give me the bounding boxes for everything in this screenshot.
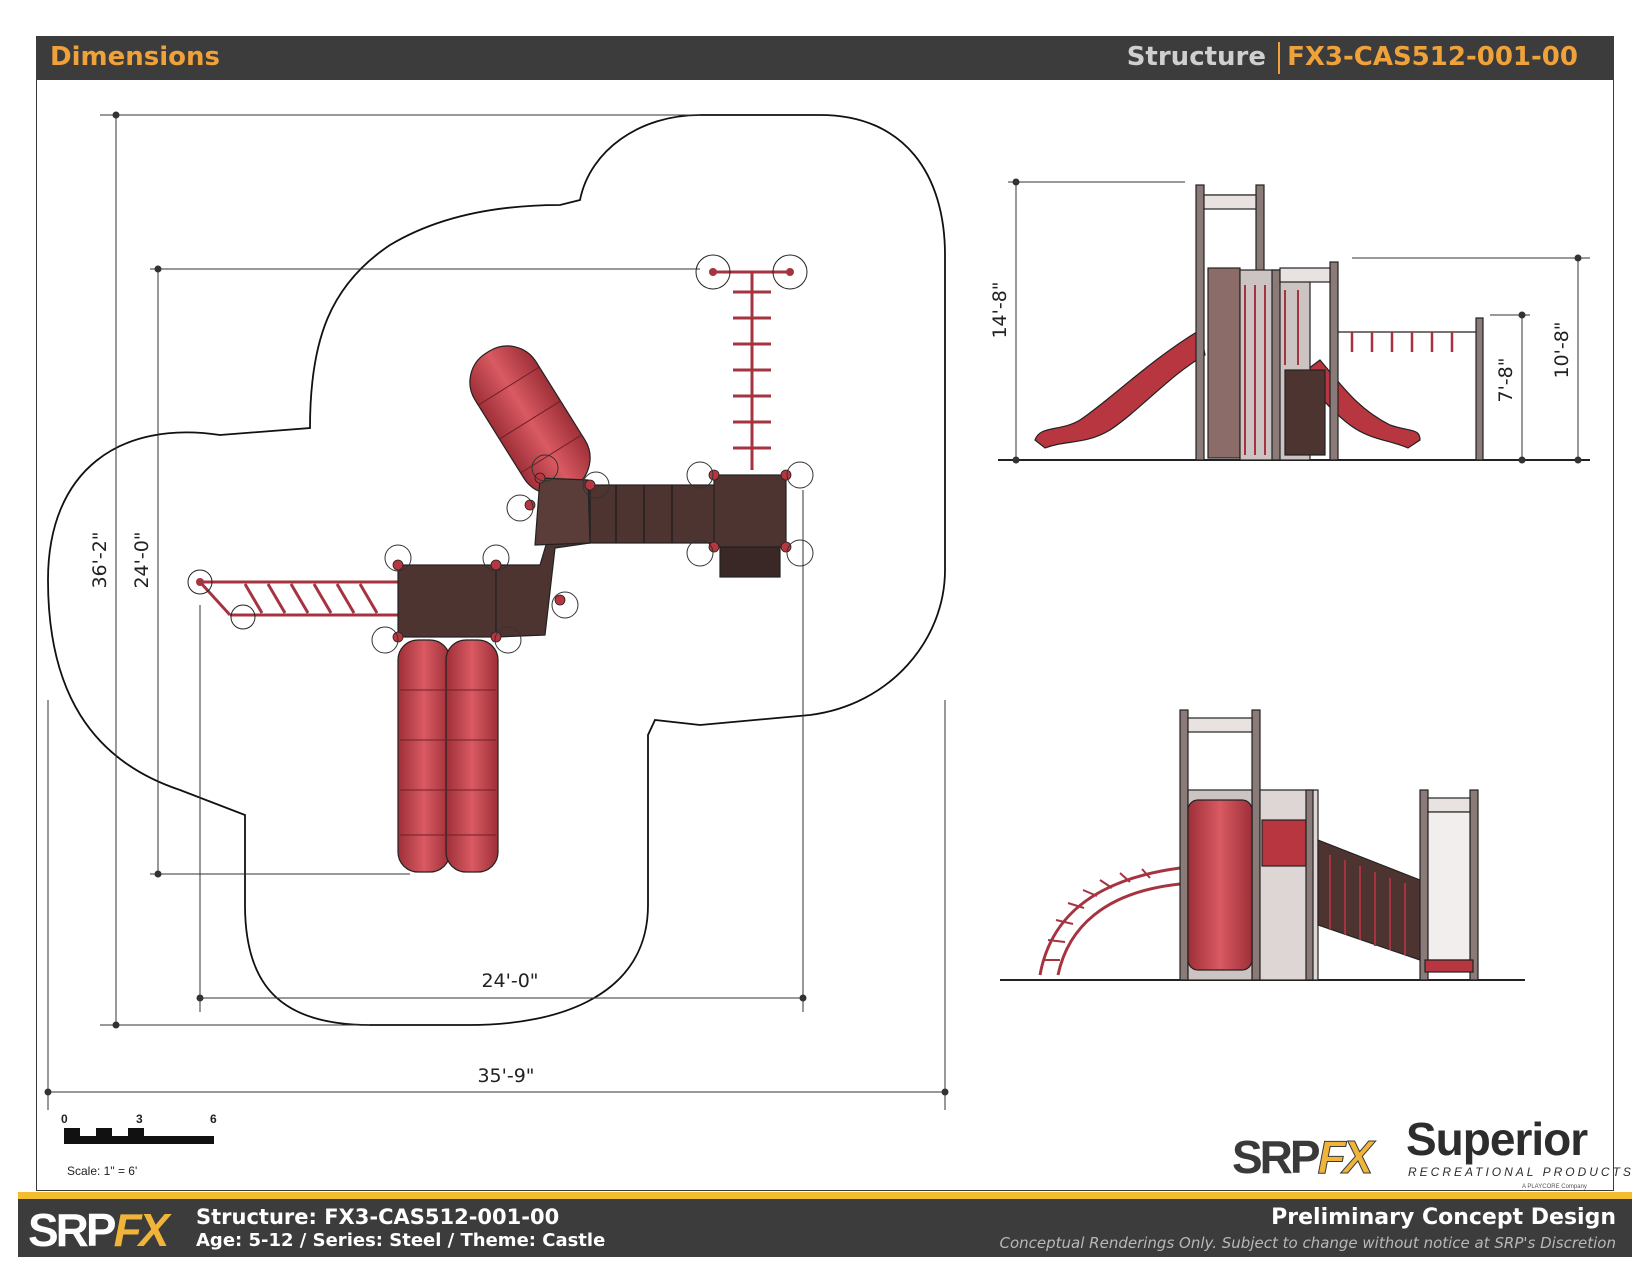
dim-bar-height-outer: 10'-8" (1551, 321, 1573, 378)
footer-srpfx-logo: SRPFX (28, 1204, 169, 1256)
dim-overall-width: 35'-9" (477, 1065, 534, 1087)
scale-bar (64, 1128, 214, 1144)
footer-details: Age: 5-12 / Series: Steel / Theme: Castl… (196, 1230, 606, 1251)
front-elevation (1000, 709, 1525, 981)
side-slide-left (1034, 329, 1206, 449)
dim-deck-height: 14'-8" (989, 281, 1011, 338)
dim-overall-height: 36'-2" (89, 531, 111, 588)
horizontal-ladder-left (198, 580, 400, 617)
footer: SRPFX Structure: FX3-CAS512-001-00 Age: … (18, 1199, 1632, 1257)
playcore-tagline: A PLAYCORE Company (1522, 1184, 1587, 1190)
bottom-double-slide (397, 639, 499, 873)
footer-design-title: Preliminary Concept Design (1271, 1205, 1616, 1230)
footer-disclaimer: Conceptual Renderings Only. Subject to c… (999, 1234, 1616, 1252)
header-divider (1278, 42, 1280, 74)
structure-label: Structure (1126, 42, 1266, 72)
superior-logo-subtitle: RECREATIONAL PRODUCTS (1408, 1165, 1634, 1179)
structure-code: FX3-CAS512-001-00 (1287, 42, 1578, 72)
diagonal-slide (469, 345, 591, 495)
plan-view: 36'-2" 24'-0" 24'-0" 35'-9" (44, 111, 949, 1110)
side-elevation: 14'-8" 10'-8" 7'-8" (989, 178, 1590, 464)
dim-bar-height-inner: 7'-8" (1495, 358, 1517, 403)
footer-structure: Structure: FX3-CAS512-001-00 (196, 1205, 560, 1229)
superior-logo: Superior (1406, 1113, 1588, 1165)
scale-label: Scale: 1" = 6' (67, 1164, 138, 1178)
scale-tick-3: 3 (136, 1112, 143, 1126)
dim-structure-width: 24'-0" (481, 970, 538, 992)
dim-structure-height: 24'-0" (131, 531, 153, 588)
page-title: Dimensions (50, 42, 220, 72)
srpfx-logo: SRPFX (1232, 1131, 1374, 1184)
plan-decks (397, 474, 787, 638)
use-zone-outline (47, 114, 946, 1026)
footer-accent-bar (18, 1192, 1632, 1199)
scale-tick-6: 6 (210, 1112, 217, 1126)
scale-tick-0: 0 (61, 1112, 68, 1126)
header-bar: Dimensions Structure FX3-CAS512-001-00 (36, 36, 1614, 80)
plan-footings (371, 454, 814, 654)
overhead-ladder-top (713, 270, 790, 470)
